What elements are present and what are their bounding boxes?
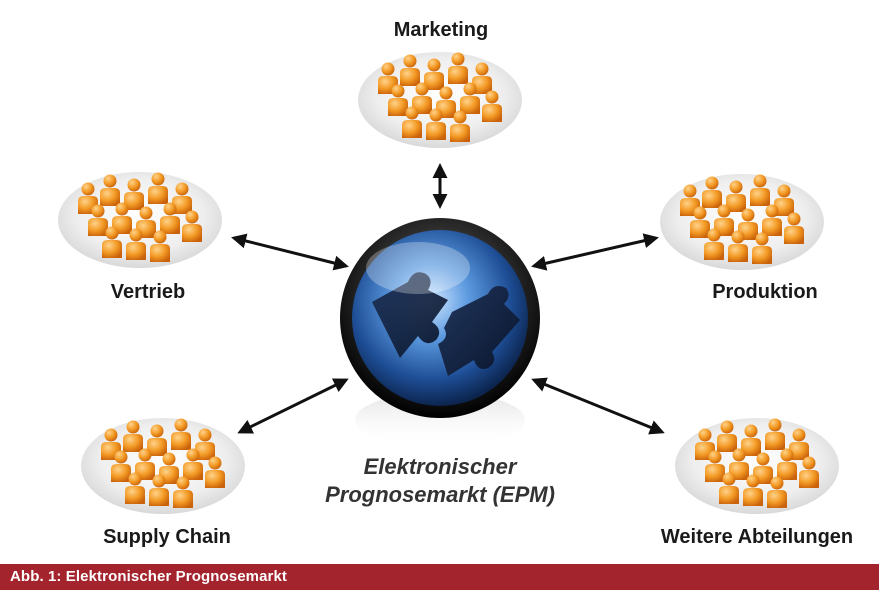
people-group-weitere-icon [675,418,839,514]
people-group-produktion-icon [660,174,824,270]
group-label-vertrieb: Vertrieb [111,281,185,303]
group-label-produktion: Produktion [712,281,818,303]
caption-bar: Abb. 1: Elektronischer Prognosemarkt [0,564,879,590]
epm-globe [340,218,540,448]
arrow-weitere [531,377,665,435]
globe-highlight [366,242,470,294]
group-label-supply: Supply Chain [103,526,231,548]
arrow-produktion [531,233,659,271]
group-label-weitere: Weitere Abteilungen [661,526,853,548]
diagram-canvas: Marketing Vertrieb Produktion Supply Cha… [0,19,853,548]
puzzle-pieces-icon [372,272,520,376]
center-label-line2: Prognosemarkt (EPM) [325,482,555,507]
people-group-marketing-icon [358,52,522,148]
people-group-supply-icon [81,418,245,514]
figure-caption: Abb. 1: Elektronischer Prognosemarkt [10,568,288,585]
arrow-supply [237,378,349,434]
group-label-marketing: Marketing [394,19,488,41]
arrow-vertrieb [231,233,349,271]
people-group-vertrieb-icon [58,172,222,268]
center-label-line1: Elektronischer [364,454,518,479]
